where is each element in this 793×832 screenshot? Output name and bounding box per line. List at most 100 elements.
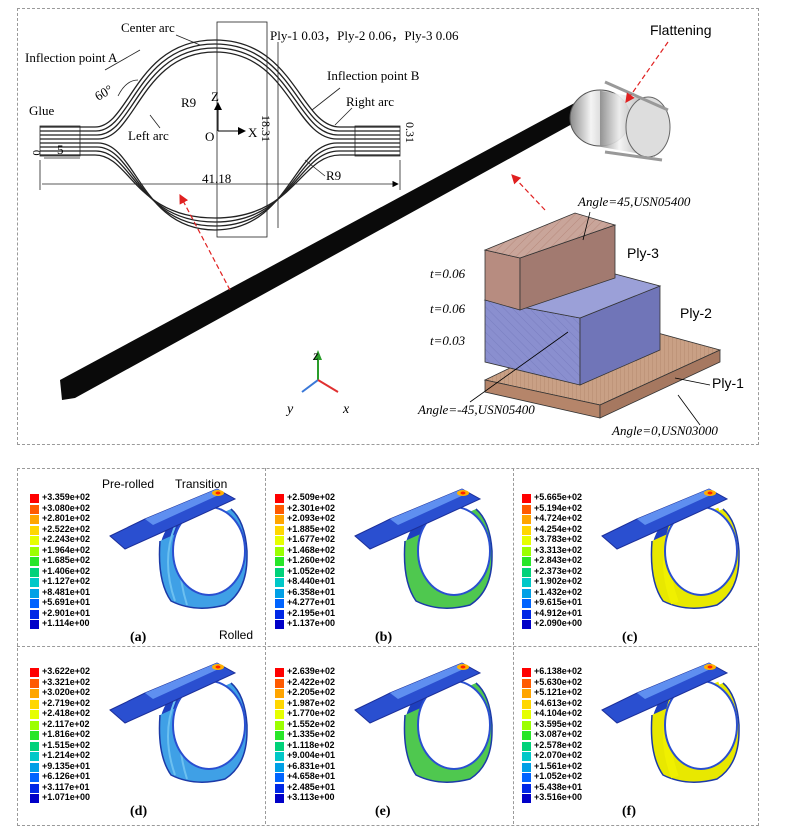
legend-swatch	[275, 794, 284, 803]
legend-value: +1.685e+02	[42, 555, 91, 565]
section-arrow	[179, 193, 231, 291]
legend-row: +2.843e+02	[522, 555, 632, 566]
legend-swatch	[275, 620, 284, 629]
legend-value: +3.516e+00	[534, 792, 583, 802]
triad-y: y	[285, 402, 294, 417]
legend-value: +1.432e+02	[534, 586, 583, 597]
legend-swatch	[522, 515, 531, 524]
panel-caption: (b)	[375, 630, 393, 645]
legend-swatch	[522, 567, 531, 577]
legend-value: +2.205e+02	[287, 687, 336, 697]
legend-swatch	[30, 557, 39, 566]
legend-row: +5.194e+02	[522, 503, 632, 514]
legend-swatch	[522, 494, 531, 503]
legend-swatch	[30, 546, 39, 556]
legend-row: +1.214e+02	[30, 750, 140, 761]
legend-swatch	[522, 599, 531, 608]
label-ply1-angle: Angle=0,USN03000	[611, 423, 718, 438]
legend-row: +2.522e+02	[30, 524, 140, 535]
legend-row: +2.485e+01	[275, 781, 385, 793]
legend-swatch	[522, 546, 531, 556]
legend-row: +1.052e+02	[522, 771, 632, 782]
legend-swatch	[30, 588, 39, 598]
label-glue: Glue	[29, 103, 55, 118]
legend-row: +1.335e+02	[275, 729, 385, 740]
legend-swatch	[30, 762, 39, 772]
legend-row: +4.277e+01	[275, 597, 385, 608]
legend-value: +1.335e+02	[287, 729, 336, 739]
legend-value: +1.987e+02	[287, 697, 336, 708]
legend-row: +2.719e+02	[30, 698, 140, 709]
legend-value: +3.359e+02	[42, 492, 91, 502]
label-dim-height: 18.31	[259, 115, 273, 142]
legend-value: +2.373e+02	[534, 565, 583, 576]
legend-row: +2.801e+02	[30, 513, 140, 524]
contour-model	[601, 488, 740, 609]
legend-row: +3.783e+02	[522, 534, 632, 545]
legend-value: +6.126e+01	[42, 771, 91, 781]
legend-value: +6.358e+01	[287, 586, 336, 597]
legend-value: +3.622e+02	[42, 666, 91, 676]
legend-value: +6.138e+02	[534, 666, 583, 676]
legend-swatch	[522, 752, 531, 761]
legend-row: +1.685e+02	[30, 555, 140, 566]
legend-row: +2.509e+02	[275, 492, 385, 503]
legend-value: +1.468e+02	[287, 544, 336, 555]
legend-row: +1.260e+02	[275, 555, 385, 566]
legend-swatch	[30, 794, 39, 803]
flattening-arrow	[625, 41, 669, 103]
legend-value: +3.080e+02	[42, 502, 91, 513]
legend-value: +2.093e+02	[287, 513, 336, 523]
legend-row: +1.987e+02	[275, 697, 385, 709]
legend-value: +5.691e+01	[42, 597, 91, 607]
axis-triad	[301, 350, 339, 393]
ply-arrow	[511, 174, 546, 211]
legend-value: +1.406e+02	[42, 565, 91, 576]
legend-swatch	[522, 689, 531, 698]
legend-row: +4.912e+01	[522, 608, 632, 619]
label-center-arc: Center arc	[121, 20, 175, 35]
legend-value: +3.321e+02	[42, 676, 91, 687]
legend-value: +1.260e+02	[287, 555, 336, 565]
bottom-figure-frame	[17, 468, 759, 826]
legend-swatch	[275, 752, 284, 761]
legend-swatch	[522, 504, 531, 514]
label-left-arc: Left arc	[128, 128, 169, 143]
label-angle: 60°	[92, 82, 115, 104]
legend-row: +8.481e+01	[30, 587, 140, 598]
legend-value: +2.901e+01	[42, 607, 91, 618]
legend-swatch	[30, 689, 39, 698]
legend-row: +5.691e+01	[30, 597, 140, 608]
label-flattening: Flattening	[650, 22, 711, 38]
legend-swatch	[522, 578, 531, 587]
legend-swatch	[275, 494, 284, 503]
contour-model	[601, 662, 740, 783]
panel-caption: (e)	[375, 804, 391, 819]
legend-swatch	[275, 578, 284, 587]
legend-swatch	[275, 546, 284, 556]
legend-value: +3.783e+02	[534, 534, 583, 544]
legend-value: +2.578e+02	[534, 739, 583, 750]
legend-row: +2.243e+02	[30, 534, 140, 545]
legend-value: +2.485e+01	[287, 781, 336, 792]
legend-value: +9.004e+01	[287, 750, 336, 760]
legend-value: +2.843e+02	[534, 555, 583, 565]
legend-swatch	[522, 525, 531, 535]
legend-value: +4.613e+02	[534, 697, 583, 708]
legend-swatch	[275, 741, 284, 751]
legend-value: +9.615e+01	[534, 597, 583, 607]
top-figure: Center arc Inflection point A Inflection…	[25, 20, 744, 438]
legend-row: +1.677e+02	[275, 534, 385, 545]
legend-row: +3.020e+02	[30, 687, 140, 698]
legend-value: +1.137e+00	[287, 618, 336, 628]
legend-swatch	[522, 620, 531, 629]
legend-swatch	[30, 720, 39, 730]
legend-row: +9.135e+01	[30, 761, 140, 772]
legend-value: +5.665e+02	[534, 492, 583, 502]
legend-value: +3.113e+00	[287, 792, 335, 802]
legend-row: +9.004e+01	[275, 750, 385, 761]
triad-z: z	[312, 349, 319, 364]
legend-value: +4.104e+02	[534, 708, 583, 718]
legend-swatch	[275, 731, 284, 740]
legend-value: +3.087e+02	[534, 729, 583, 739]
